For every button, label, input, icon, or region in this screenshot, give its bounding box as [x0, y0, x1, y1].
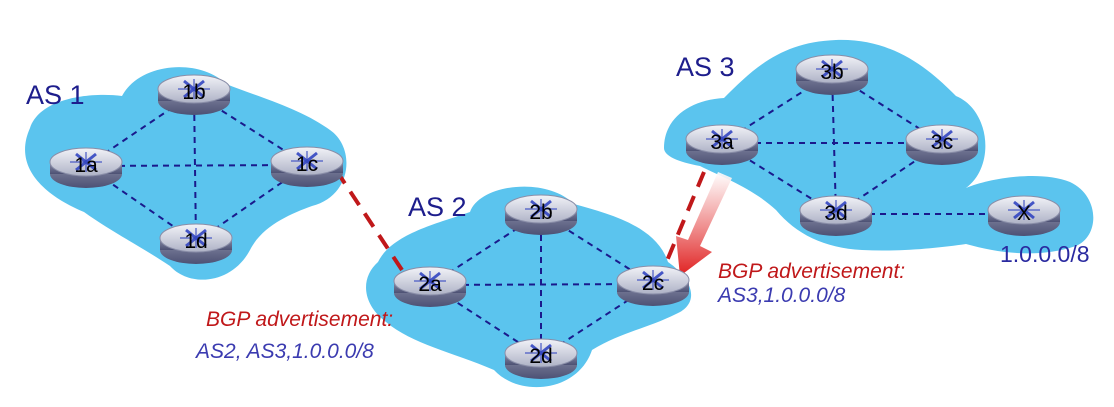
- as2-cloud: [366, 186, 692, 388]
- router-3d[interactable]: 3d: [798, 194, 874, 238]
- router-label-x: X: [1017, 202, 1031, 225]
- router-2c[interactable]: 2c: [615, 264, 691, 308]
- router-label-2d: 2d: [529, 345, 552, 368]
- as1-cloud: [25, 67, 347, 280]
- router-label-2a: 2a: [418, 273, 442, 296]
- link-3b-3d: [831, 72, 837, 215]
- router-label-1a: 1a: [74, 154, 98, 177]
- router-2a[interactable]: 2a: [392, 265, 468, 309]
- router-1b[interactable]: 1b: [156, 73, 232, 117]
- router-label-1d: 1d: [184, 230, 207, 253]
- router-3a[interactable]: 3a: [684, 123, 760, 167]
- prefix-label: 1.0.0.0/8: [1000, 241, 1090, 267]
- router-label-1b: 1b: [182, 81, 205, 104]
- advertisement-path-as3: AS3,1.0.0.0/8: [716, 284, 846, 307]
- router-label-2c: 2c: [642, 272, 664, 295]
- link-1a-1c: [85, 164, 308, 167]
- router-2b[interactable]: 2b: [503, 193, 579, 237]
- router-label-2b: 2b: [529, 201, 552, 224]
- advertisement-path-as2: AS2, AS3,1.0.0.0/8: [194, 340, 374, 363]
- router-1a[interactable]: 1a: [48, 146, 124, 190]
- router-label-3a: 3a: [710, 131, 734, 154]
- link-1b-1d: [193, 92, 197, 243]
- as3-cloud: [664, 39, 1094, 254]
- router-label-1c: 1c: [296, 153, 318, 176]
- router-1c[interactable]: 1c: [269, 145, 345, 189]
- advertisement-title-as3: BGP advertisement:: [718, 260, 905, 283]
- router-label-3b: 3b: [820, 61, 843, 84]
- advertisement-title-as2: BGP advertisement:: [206, 308, 393, 331]
- ebgp-link-3a-2c: [662, 171, 706, 269]
- as3-label: AS 3: [676, 52, 735, 82]
- router-x[interactable]: X: [986, 194, 1062, 238]
- router-3b[interactable]: 3b: [794, 53, 870, 97]
- advertisement-arrow: [676, 172, 732, 276]
- router-2d[interactable]: 2d: [503, 337, 579, 381]
- router-label-3d: 3d: [824, 202, 847, 225]
- as2-label: AS 2: [408, 192, 467, 222]
- router-3c[interactable]: 3c: [904, 123, 980, 167]
- router-1d[interactable]: 1d: [158, 222, 234, 266]
- router-label-3c: 3c: [931, 131, 953, 154]
- ebgp-link-1c-2a: [334, 168, 404, 272]
- as1-label: AS 1: [26, 80, 85, 110]
